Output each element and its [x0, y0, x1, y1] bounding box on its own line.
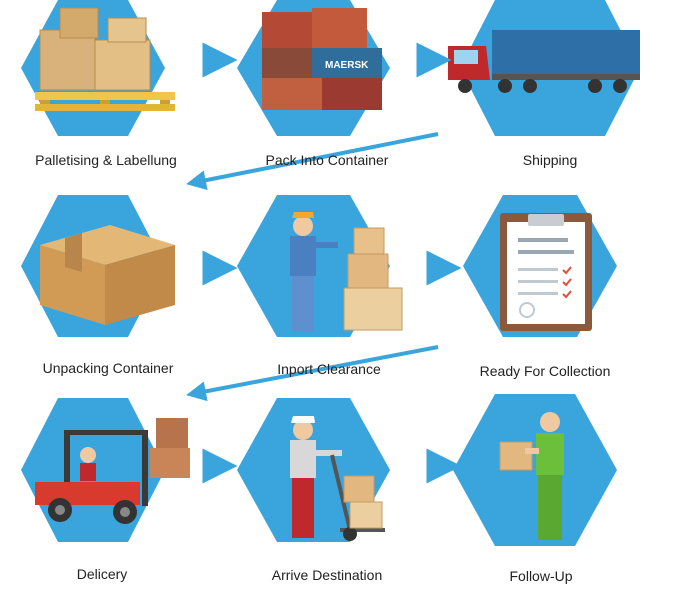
- worker-hand-truck-icon: [290, 416, 385, 541]
- step-follow-up: [453, 394, 617, 546]
- step-label-arrive-destination: Arrive Destination: [271, 567, 383, 583]
- svg-text:MAERSK: MAERSK: [325, 60, 369, 71]
- pallet-boxes-icon: [35, 7, 175, 111]
- shipping-containers-icon: MAERSK: [262, 8, 382, 110]
- step-label-import-clearance: Inport Clearance: [277, 361, 381, 377]
- step-label-ready-collection: Ready For Collection: [479, 363, 611, 379]
- forklift-icon: [35, 418, 190, 524]
- step-label-shipping: Shipping: [522, 152, 578, 168]
- arrow-6-7: [186, 345, 439, 402]
- step-arrive-destination: [237, 398, 390, 542]
- clipboard-checklist-icon: [500, 213, 592, 331]
- arrow-3-4: [186, 132, 439, 191]
- step-import-clearance: [237, 195, 403, 337]
- step-palletising: [21, 0, 175, 136]
- hexagon-follow-up: [453, 394, 617, 546]
- cardboard-box-icon: [40, 225, 175, 325]
- step-label-follow-up: Follow-Up: [509, 568, 573, 584]
- step-label-delivery: Delicery: [76, 566, 128, 582]
- arrows: [186, 42, 462, 484]
- step-unpacking: [21, 195, 175, 337]
- step-shipping: [448, 0, 640, 136]
- truck-icon: [448, 30, 640, 93]
- step-pack-container: MAERSK: [237, 0, 390, 136]
- step-label-unpacking: Unpacking Container: [42, 360, 174, 376]
- step-ready-collection: [463, 195, 617, 337]
- step-delivery: [21, 398, 190, 542]
- worker-scanning-boxes-icon: [290, 212, 403, 332]
- worker-holding-box-icon: [499, 412, 564, 540]
- step-label-palletising: Palletising & Labellung: [35, 152, 177, 168]
- step-label-pack-container: Pack Into Container: [265, 152, 389, 168]
